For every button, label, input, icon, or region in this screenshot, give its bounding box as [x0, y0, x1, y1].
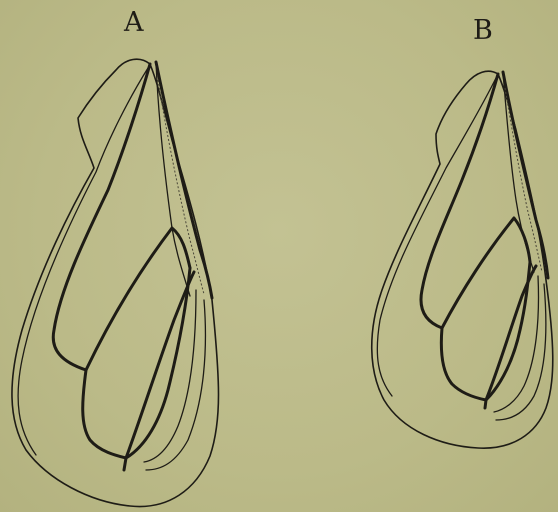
wing-a: [12, 59, 219, 506]
wing-b-vein-tip: [485, 400, 486, 408]
wing-b-vein-upper: [421, 74, 498, 328]
wing-b-vein-lower: [441, 262, 530, 400]
wing-b: [372, 71, 553, 448]
wing-a-vein-mid: [126, 272, 194, 458]
wing-a-vein-tip: [124, 458, 126, 470]
wing-b-inner-edge: [377, 78, 496, 396]
wing-a-vein-cross: [86, 228, 190, 370]
wing-a-vein-rear-1: [146, 300, 205, 470]
